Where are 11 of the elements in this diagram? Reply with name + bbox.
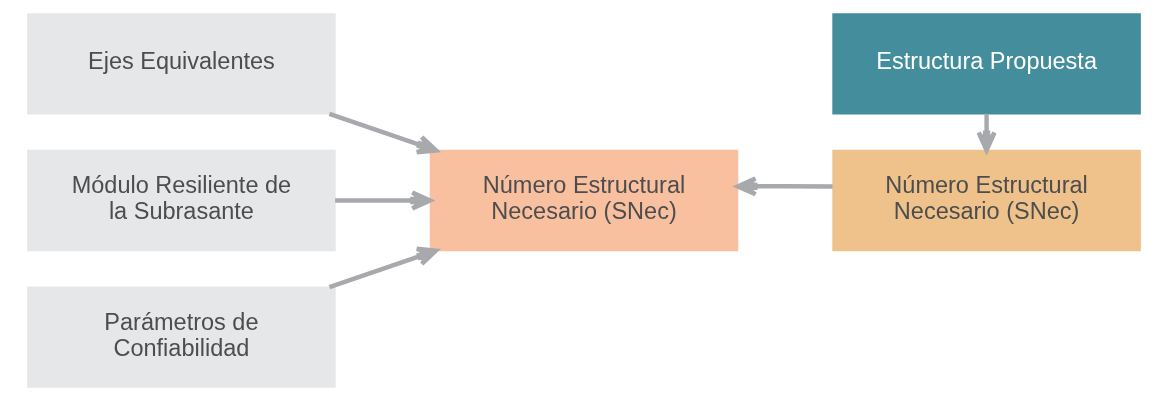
- node-box: Parámetros de Confiabilidad: [27, 286, 336, 388]
- node-box: Ejes Equivalentes: [27, 13, 336, 115]
- arrow: [328, 246, 439, 290]
- arrow: [735, 176, 833, 197]
- node-box: Número Estructural Necesario (SNec): [832, 149, 1141, 252]
- node-box: Estructura Propuesta: [832, 13, 1141, 115]
- arrow: [335, 190, 433, 211]
- arrow: [976, 113, 997, 153]
- node-box: Número Estructural Necesario (SNec): [429, 149, 739, 252]
- arrow: [328, 111, 439, 155]
- node-box: Módulo Resiliente de la Subrasante: [27, 149, 336, 252]
